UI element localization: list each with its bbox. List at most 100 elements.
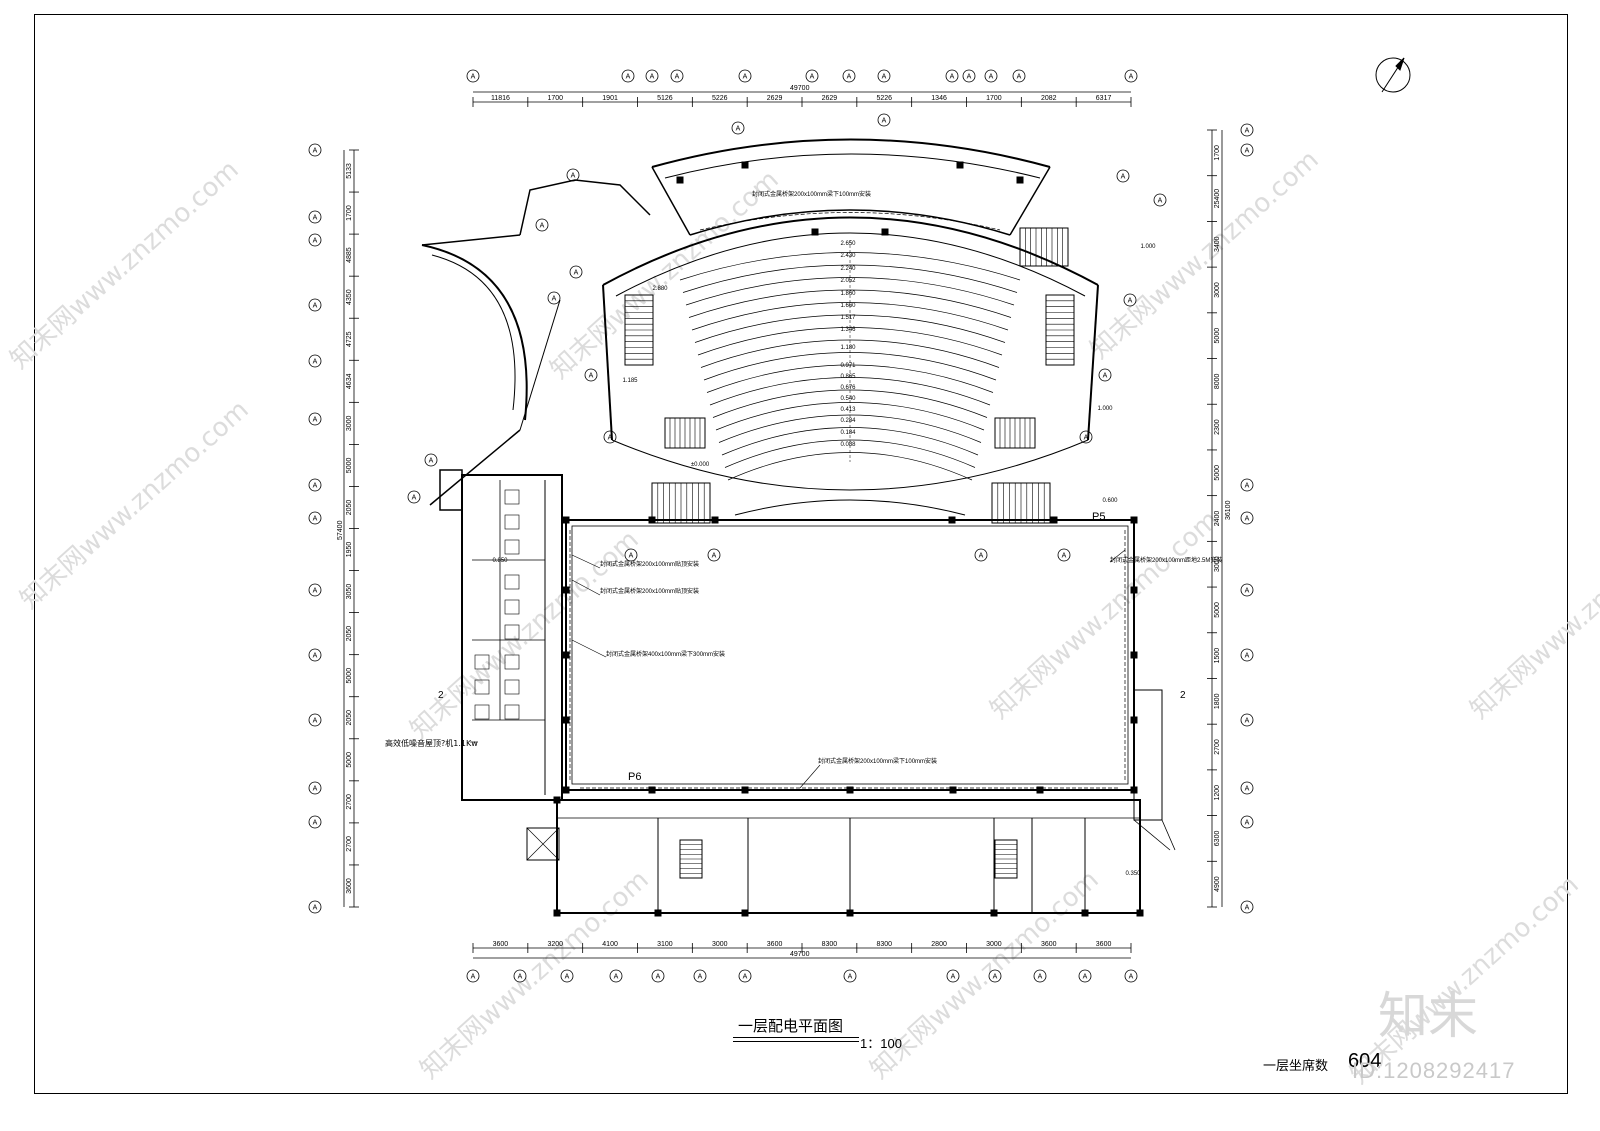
axis-bubble-label: A bbox=[313, 516, 318, 523]
axis-bubble-label: A bbox=[1245, 516, 1250, 523]
dimension-value: 5000 bbox=[1214, 602, 1221, 618]
axis-bubble-label: A bbox=[412, 495, 417, 502]
axis-bubble bbox=[1240, 648, 1254, 662]
axis-bubble-label: A bbox=[1245, 148, 1250, 155]
dimension-value: 3000 bbox=[986, 941, 1002, 948]
building-walls bbox=[602, 138, 1099, 491]
column bbox=[1130, 586, 1138, 594]
structural-columns bbox=[553, 161, 1144, 917]
axis-bubble-label: A bbox=[810, 74, 815, 81]
axis-bubble-label: A bbox=[313, 718, 318, 725]
dimension-value: 3600 bbox=[1096, 941, 1112, 948]
cable-tray-note-6: 封闭式金属桥架200x100mm贴顶安装 bbox=[600, 587, 699, 595]
axis-bubble-label: A bbox=[1158, 198, 1163, 205]
axis-bubble-label: A bbox=[313, 215, 318, 222]
axis-bubble bbox=[308, 511, 322, 525]
seat-count-value: 604 bbox=[1348, 1050, 1382, 1072]
dimension-value: 2300 bbox=[1214, 419, 1221, 435]
axis-bubble bbox=[1123, 293, 1137, 307]
column bbox=[990, 909, 998, 917]
dimension-value: 3600 bbox=[1041, 941, 1057, 948]
axis-bubble bbox=[670, 69, 684, 83]
elevation-label: 0.676 bbox=[840, 385, 856, 391]
dimension-value: 2629 bbox=[822, 95, 838, 102]
column bbox=[846, 909, 854, 917]
axis-bubble bbox=[609, 969, 623, 983]
axis-bubble bbox=[1240, 713, 1254, 727]
axis-bubble-label: A bbox=[979, 553, 984, 560]
dimension-value: 1200 bbox=[1214, 785, 1221, 801]
axis-bubble bbox=[308, 713, 322, 727]
site-watermark: 知末网www.znzmo.com bbox=[15, 395, 255, 615]
dimension-value: 4634 bbox=[346, 373, 353, 389]
dimension-value: 2700 bbox=[346, 836, 353, 852]
elevation-label: 1.185 bbox=[622, 378, 638, 384]
column bbox=[648, 786, 656, 794]
dimension-value: 3600 bbox=[767, 941, 783, 948]
dimension-value: 1500 bbox=[1214, 648, 1221, 664]
axis-bubble-label: A bbox=[313, 483, 318, 490]
column bbox=[741, 909, 749, 917]
elevation-label: 2.880 bbox=[652, 286, 668, 292]
column bbox=[562, 651, 570, 659]
dimension-value: 1800 bbox=[1214, 693, 1221, 709]
axis-bubble bbox=[308, 298, 322, 312]
axis-bubble bbox=[1098, 368, 1112, 382]
axis-bubble-label: A bbox=[848, 974, 853, 981]
axis-bubble bbox=[1078, 969, 1092, 983]
axis-bubble-label: A bbox=[429, 458, 434, 465]
axis-bubble-label: A bbox=[1103, 373, 1108, 380]
column bbox=[811, 228, 819, 236]
column bbox=[741, 161, 749, 169]
title-underline-thin bbox=[733, 1041, 859, 1042]
axis-bubble bbox=[1153, 193, 1167, 207]
axis-bubble-label: A bbox=[313, 786, 318, 793]
axis-bubble-label: A bbox=[989, 74, 994, 81]
axis-bubble bbox=[1240, 123, 1254, 137]
elevation-label: 0.971 bbox=[840, 363, 856, 369]
cable-tray-note-3: 封闭式金属桥架400x100mm梁下300mm安装 bbox=[606, 650, 725, 658]
column bbox=[1036, 786, 1044, 794]
axis-bubble bbox=[1240, 815, 1254, 829]
axis-bubble-label: A bbox=[993, 974, 998, 981]
staircases bbox=[624, 227, 1075, 879]
title-underline bbox=[733, 1037, 859, 1038]
axis-bubble bbox=[308, 478, 322, 492]
axis-bubble bbox=[651, 969, 665, 983]
toilet-stall bbox=[504, 574, 520, 590]
axis-bubble bbox=[1240, 900, 1254, 914]
dimension-value: 2050 bbox=[346, 710, 353, 726]
drawing-title: 一层配电平面图 bbox=[738, 1017, 844, 1035]
axis-bubble bbox=[569, 265, 583, 279]
axis-bubble-label: A bbox=[1062, 553, 1067, 560]
column bbox=[1130, 651, 1138, 659]
dimension-value: 4900 bbox=[1214, 876, 1221, 892]
axis-bubble-label: A bbox=[313, 303, 318, 310]
axis-bubble-label: A bbox=[614, 974, 619, 981]
axis-bubble bbox=[962, 69, 976, 83]
axis-bubble bbox=[466, 69, 480, 83]
seat-row bbox=[712, 389, 988, 418]
dimension-value: 8300 bbox=[822, 941, 838, 948]
dimension-value: 2700 bbox=[346, 794, 353, 810]
leader-lines bbox=[470, 549, 1126, 789]
dimension-value: 1346 bbox=[931, 95, 947, 102]
axis-bubble-label: A bbox=[571, 173, 576, 180]
toilet-stall bbox=[474, 679, 490, 695]
dimension-value: 5000 bbox=[1214, 328, 1221, 344]
dimension-value: 2050 bbox=[346, 626, 353, 642]
axis-bubble-label: A bbox=[1129, 974, 1134, 981]
column bbox=[956, 161, 964, 169]
axis-bubble bbox=[984, 69, 998, 83]
elevation-label: 0.865 bbox=[840, 374, 856, 380]
axis-bubble-label: A bbox=[313, 588, 318, 595]
elevation-label: 1.660 bbox=[840, 303, 856, 309]
toilet-stall bbox=[504, 654, 520, 670]
left-dimension-chain: 5133170048854350472546343000500020501950… bbox=[346, 149, 359, 908]
axis-bubble bbox=[645, 69, 659, 83]
elevation-label: 1.000 bbox=[1097, 406, 1113, 412]
